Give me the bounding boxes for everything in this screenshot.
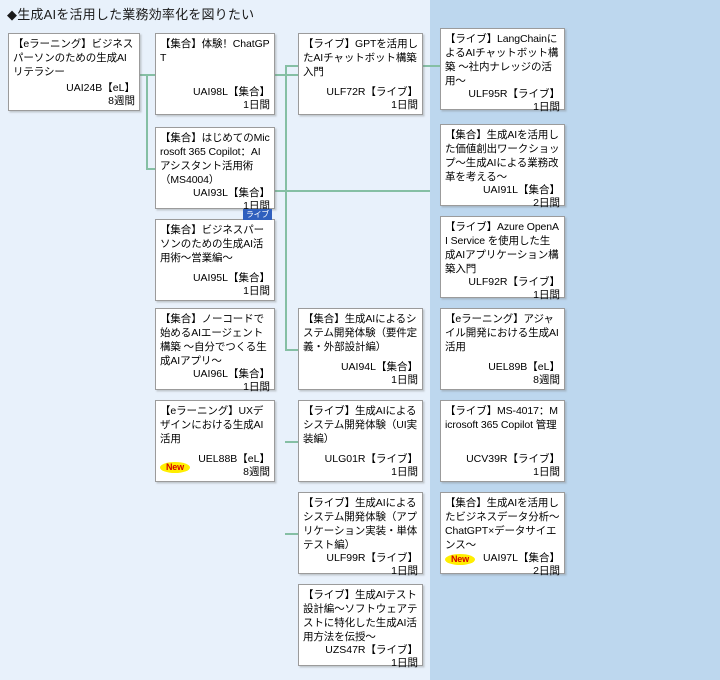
course-title: 【ライブ】GPTを活用したAIチャットボット構築入門 bbox=[303, 38, 418, 78]
course-meta: UEL88B【eL】8週間 bbox=[160, 453, 270, 479]
course-code: UAI95L【集合】 bbox=[192, 272, 270, 284]
course-meta: UAI95L【集合】1日間 bbox=[160, 272, 270, 298]
course-duration: 1日間 bbox=[533, 466, 560, 478]
course-duration: 1日間 bbox=[243, 381, 270, 393]
course-code: UZS47R【ライブ】 bbox=[325, 644, 418, 656]
course-meta: ULF92R【ライブ】1日間 bbox=[445, 276, 560, 302]
course-title: 【ライブ】Azure OpenAI Service を使用した生成AIアプリケー… bbox=[445, 221, 559, 275]
course-title: 【eラーニング】アジャイル開発における生成AI活用 bbox=[445, 313, 559, 353]
course-title: 【ライブ】生成AIによるシステム開発体験（アプリケーション実装・単体テスト編） bbox=[303, 497, 418, 551]
course-box-ucv39r[interactable]: 【ライブ】MS-4017：Microsoft 365 Copilot 管理 UCV… bbox=[440, 400, 565, 482]
course-code: UAI24B【eL】 bbox=[66, 82, 135, 94]
course-meta: ULG01R【ライブ】1日間 bbox=[303, 453, 418, 479]
course-code: UAI98L【集合】 bbox=[192, 86, 270, 98]
course-code: UAI96L【集合】 bbox=[192, 368, 270, 380]
course-meta: ULF72R【ライブ】1日間 bbox=[303, 86, 418, 112]
connector-line bbox=[423, 65, 440, 67]
course-duration: 1日間 bbox=[391, 565, 418, 577]
course-meta: UEL89B【eL】8週間 bbox=[445, 361, 560, 387]
connector-line bbox=[285, 65, 298, 67]
course-duration: 8週間 bbox=[108, 95, 135, 107]
new-badge: New bbox=[445, 554, 475, 565]
connector-line bbox=[285, 74, 287, 349]
course-code: UAI93L【集合】 bbox=[192, 187, 270, 199]
course-duration: 1日間 bbox=[391, 374, 418, 386]
course-box-uzs47r[interactable]: 【ライブ】生成AIテスト設計編～ソフトウェアテストに特化した生成AI活用方法を伝… bbox=[298, 584, 423, 669]
course-title: 【ライブ】LangChainによるAIチャットボット構築 ～社内ナレッジの活用～ bbox=[445, 33, 559, 87]
course-title: 【ライブ】生成AIによるシステム開発体験（UI実装編） bbox=[303, 405, 417, 445]
course-meta: UAI98L【集合】1日間 bbox=[160, 86, 270, 112]
course-meta: UAI24B【eL】8週間 bbox=[13, 82, 135, 108]
course-code: UAI91L【集合】 bbox=[482, 184, 560, 196]
course-meta: UCV39R【ライブ】1日間 bbox=[445, 453, 560, 479]
course-code: ULG01R【ライブ】 bbox=[324, 453, 418, 465]
course-title: 【eラーニング】UXデザインにおける生成AI活用 bbox=[160, 405, 264, 445]
connector-line bbox=[275, 190, 430, 192]
course-meta: UAI97L【集合】2日間 bbox=[445, 552, 560, 578]
connector-line bbox=[146, 74, 148, 168]
course-title: 【集合】ノーコードで始めるAIエージェント構築 ～自分でつくる生成AIアプリ～ bbox=[160, 313, 267, 367]
course-box-uai95l[interactable]: 【集合】ビジネスパーソンのための生成AI活用術～営業編～ UAI95L【集合】1日… bbox=[155, 209, 275, 301]
course-code: UCV39R【ライブ】 bbox=[466, 453, 560, 465]
connector-line bbox=[285, 65, 287, 74]
course-box-uai91l[interactable]: 【集合】生成AIを活用した価値創出ワークショップ～生成AIによる業務改革を考える… bbox=[440, 124, 565, 209]
course-meta: UZS47R【ライブ】1日間 bbox=[303, 644, 418, 670]
course-code: ULF95R【ライブ】 bbox=[468, 88, 560, 100]
course-code: UEL88B【eL】 bbox=[198, 453, 270, 465]
course-title: 【集合】生成AIを活用したビジネスデータ分析～ChatGPT×データサイエンス～ bbox=[445, 497, 560, 551]
course-title: 【集合】体験！ChatGPT bbox=[160, 38, 270, 64]
course-duration: 1日間 bbox=[391, 657, 418, 669]
connector-line bbox=[275, 74, 298, 76]
course-duration: 1日間 bbox=[391, 99, 418, 111]
connector-line bbox=[140, 74, 156, 76]
course-duration: 8週間 bbox=[243, 466, 270, 478]
course-meta: UAI94L【集合】1日間 bbox=[303, 361, 418, 387]
course-title: 【eラーニング】ビジネスパーソンのための生成AIリテラシー bbox=[13, 38, 134, 78]
connector-line bbox=[285, 533, 298, 535]
course-box-ulf95r[interactable]: 【ライブ】LangChainによるAIチャットボット構築 ～社内ナレッジの活用～… bbox=[440, 28, 565, 113]
new-badge: New bbox=[160, 462, 190, 473]
connector-line bbox=[146, 168, 155, 170]
course-duration: 8週間 bbox=[533, 374, 560, 386]
course-duration: 2日間 bbox=[533, 197, 560, 209]
course-title: 【ライブ】生成AIテスト設計編～ソフトウェアテストに特化した生成AI活用方法を伝… bbox=[303, 589, 418, 643]
course-duration: 1日間 bbox=[243, 99, 270, 111]
course-code: ULF92R【ライブ】 bbox=[468, 276, 560, 288]
course-code: UAI94L【集合】 bbox=[340, 361, 418, 373]
course-title: 【集合】生成AIによるシステム開発体験（要件定義・外部設計編） bbox=[303, 313, 418, 353]
course-title: 【ライブ】MS-4017：Microsoft 365 Copilot 管理 bbox=[445, 405, 558, 431]
course-box-uai24b[interactable]: 【eラーニング】ビジネスパーソンのための生成AIリテラシー UAI24B【eL】8… bbox=[8, 33, 140, 111]
page-title: ◆生成AIを活用した業務効率化を図りたい bbox=[7, 7, 255, 22]
course-duration: 1日間 bbox=[533, 101, 560, 113]
course-meta: ULF99R【ライブ】1日間 bbox=[303, 552, 418, 578]
course-box-ulg01r[interactable]: 【ライブ】生成AIによるシステム開発体験（UI実装編） ULG01R【ライブ】1日… bbox=[298, 400, 423, 482]
course-box-ulf92r[interactable]: 【ライブ】Azure OpenAI Service を使用した生成AIアプリケー… bbox=[440, 216, 565, 301]
course-box-uai94l[interactable]: 【集合】生成AIによるシステム開発体験（要件定義・外部設計編） UAI94L【集合… bbox=[298, 308, 423, 390]
course-code: ULF72R【ライブ】 bbox=[326, 86, 418, 98]
course-duration: 1日間 bbox=[391, 466, 418, 478]
course-duration: 1日間 bbox=[533, 289, 560, 301]
course-box-ulf99r[interactable]: 【ライブ】生成AIによるシステム開発体験（アプリケーション実装・単体テスト編）U… bbox=[298, 492, 423, 577]
course-duration: 2日間 bbox=[533, 565, 560, 577]
course-box-uai96l[interactable]: 【集合】ノーコードで始めるAIエージェント構築 ～自分でつくる生成AIアプリ～U… bbox=[155, 308, 275, 393]
course-box-uai93l[interactable]: 【集合】はじめてのMicrosoft 365 Copilot：AIアシスタント活… bbox=[155, 127, 275, 212]
course-box-uai97l[interactable]: 【集合】生成AIを活用したビジネスデータ分析～ChatGPT×データサイエンス～… bbox=[440, 492, 565, 577]
course-box-uai98l[interactable]: 【集合】体験！ChatGPT UAI98L【集合】1日間 bbox=[155, 33, 275, 115]
course-code: UEL89B【eL】 bbox=[488, 361, 560, 373]
connector-line bbox=[285, 441, 298, 443]
course-duration: 1日間 bbox=[243, 285, 270, 297]
course-title: 【集合】はじめてのMicrosoft 365 Copilot：AIアシスタント活… bbox=[160, 132, 270, 186]
course-box-uel89b[interactable]: 【eラーニング】アジャイル開発における生成AI活用 UEL89B【eL】8週間 bbox=[440, 308, 565, 390]
course-meta: ULF95R【ライブ】1日間 bbox=[445, 88, 560, 114]
course-title: 【集合】生成AIを活用した価値創出ワークショップ～生成AIによる業務改革を考える… bbox=[445, 129, 560, 183]
course-box-ulf72r[interactable]: 【ライブ】GPTを活用したAIチャットボット構築入門 ULF72R【ライブ】1日間 bbox=[298, 33, 423, 115]
course-meta: UAI96L【集合】1日間 bbox=[160, 368, 270, 394]
course-code: UAI97L【集合】 bbox=[482, 552, 560, 564]
connector-line bbox=[285, 349, 298, 351]
course-meta: UAI91L【集合】2日間 bbox=[445, 184, 560, 210]
course-code: ULF99R【ライブ】 bbox=[326, 552, 418, 564]
course-title: 【集合】ビジネスパーソンのための生成AI活用術～営業編～ bbox=[160, 224, 264, 264]
live-badge: ライブ bbox=[242, 209, 272, 220]
